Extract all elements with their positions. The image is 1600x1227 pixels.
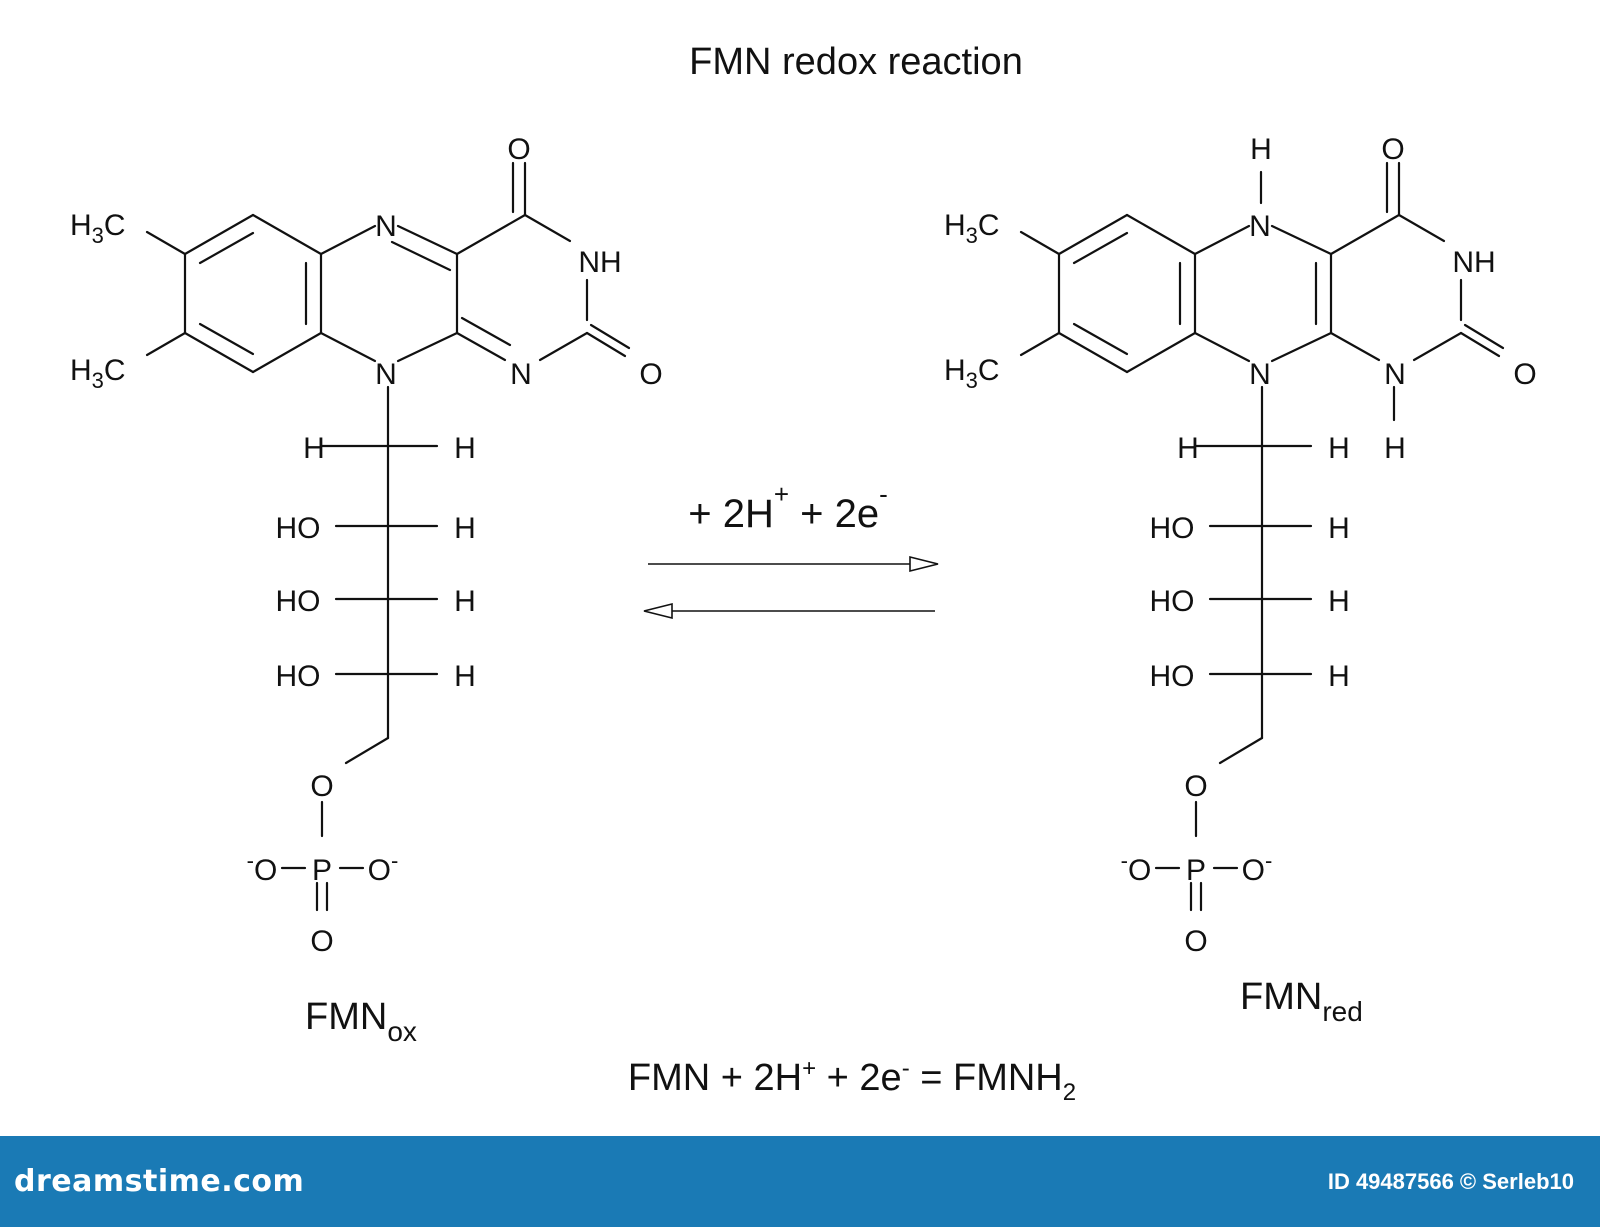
phosphate-oxygen: O xyxy=(310,770,333,803)
phosphorus-atom: P xyxy=(312,854,332,887)
phosphate-oxygen: O xyxy=(310,925,333,958)
reactant-label: FMNox xyxy=(305,996,417,1047)
phosphate-oxide: -O xyxy=(247,848,278,887)
ring-nitrogen: N xyxy=(1249,358,1271,391)
phosphate-oxide: O- xyxy=(1242,848,1273,887)
hydroxyl-group: HO xyxy=(1150,585,1195,618)
fmn-red-bonds xyxy=(1019,161,1505,912)
hydrogen-atom: H xyxy=(454,512,476,545)
methyl-group: H3C xyxy=(70,354,126,393)
methyl-group: H3C xyxy=(70,209,126,248)
methyl-group: H3C xyxy=(944,209,1000,248)
hydrogen-atom: H xyxy=(454,660,476,693)
hydrogen-atom: H xyxy=(1328,432,1350,465)
diagram-title: FMN redox reaction xyxy=(689,41,1023,83)
fmn-redox-diagram: FMN redox reaction H3C H3C N N N NH O O … xyxy=(70,41,1537,1106)
reverse-arrow xyxy=(643,602,935,620)
hydrogen-atom: H xyxy=(1250,133,1272,166)
carbonyl-oxygen: O xyxy=(1513,358,1536,391)
hydroxyl-group: HO xyxy=(1150,512,1195,545)
carbonyl-oxygen: O xyxy=(639,358,662,391)
reaction-equation: FMN + 2H+ + 2e- = FMNH2 xyxy=(628,1055,1076,1106)
methyl-group: H3C xyxy=(944,354,1000,393)
reaction-label: + 2H+ + 2e- xyxy=(688,479,888,536)
svg-text:+ 2H+ + 2e-: + 2H+ + 2e- xyxy=(688,479,888,536)
hydrogen-atom: H xyxy=(1328,660,1350,693)
phosphate-oxygen: O xyxy=(1184,770,1207,803)
forward-arrow xyxy=(648,555,939,573)
hydroxyl-group: HO xyxy=(276,512,321,545)
phosphate-oxygen: O xyxy=(1184,925,1207,958)
phosphorus-atom: P xyxy=(1186,854,1206,887)
hydrogen-atom: H xyxy=(454,585,476,618)
ring-nitrogen: N xyxy=(1384,358,1406,391)
hydrogen-atom: H xyxy=(1328,585,1350,618)
hydroxyl-group: HO xyxy=(1150,660,1195,693)
hydrogen-atom: H xyxy=(1328,512,1350,545)
imide-group: NH xyxy=(1452,246,1495,279)
fmn-reduced-structure: H3C H3C H N N N H NH O O H H HO H HO H H… xyxy=(944,133,1537,958)
ring-nitrogen: N xyxy=(1249,210,1271,243)
hydroxyl-group: HO xyxy=(276,660,321,693)
watermark-brand: dreamstime.com xyxy=(14,1164,305,1199)
hydroxyl-group: HO xyxy=(276,585,321,618)
hydrogen-atom: H xyxy=(1177,432,1199,465)
carbonyl-oxygen: O xyxy=(507,133,530,166)
hydrogen-atom: H xyxy=(1384,432,1406,465)
ring-nitrogen: N xyxy=(375,358,397,391)
fmn-ox-bonds xyxy=(145,161,631,912)
ring-nitrogen: N xyxy=(510,358,532,391)
product-label: FMNred xyxy=(1240,976,1363,1027)
fmn-oxidized-structure: H3C H3C N N N NH O O H H HO H HO H HO H … xyxy=(70,133,663,958)
phosphate-oxide: O- xyxy=(368,848,399,887)
watermark-footer: dreamstime.com ID 49487566 © Serleb10 xyxy=(0,1136,1600,1227)
hydrogen-atom: H xyxy=(303,432,325,465)
carbonyl-oxygen: O xyxy=(1381,133,1404,166)
hydrogen-atom: H xyxy=(454,432,476,465)
phosphate-oxide: -O xyxy=(1121,848,1152,887)
imide-group: NH xyxy=(578,246,621,279)
image-id-credit: ID 49487566 © Serleb10 xyxy=(1327,1168,1574,1194)
ring-nitrogen: N xyxy=(375,210,397,243)
